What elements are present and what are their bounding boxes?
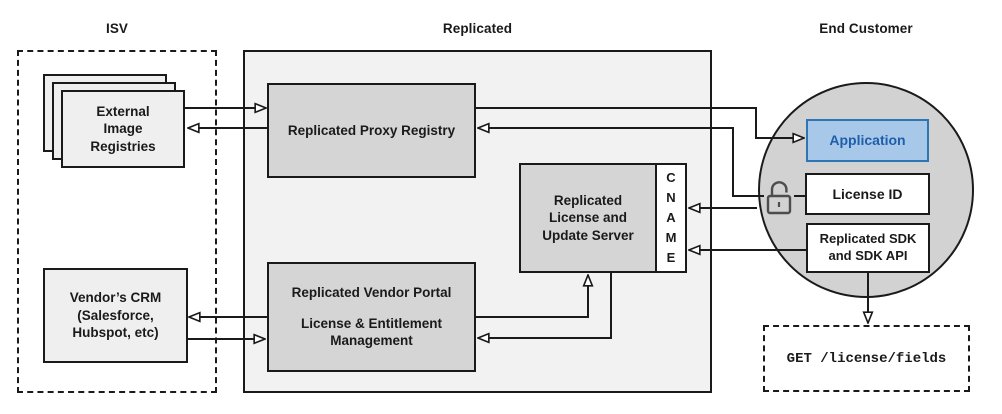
replicated-sdk-node: Replicated SDK and SDK API — [806, 223, 930, 273]
external-image-registries-node: External Image Registries — [61, 90, 185, 168]
replicated-section-title: Replicated — [442, 21, 513, 36]
license-update-server-node: Replicated License and Update Server — [519, 163, 657, 273]
license-id-label: License ID — [832, 185, 903, 202]
connector-proxy-to-application — [476, 107, 804, 138]
get-license-fields-box: GET /license/fields — [763, 325, 970, 392]
connector-server-to-portal — [478, 273, 612, 338]
api-request-text: GET /license/fields — [786, 350, 947, 367]
vendor-crm-label: Vendor’s CRM (Salesforce, Hubspot, etc) — [69, 290, 162, 341]
connector-portal-to-server — [476, 275, 588, 318]
external-image-registries-label: External Image Registries — [90, 103, 156, 154]
cname-node: CNAME — [655, 163, 687, 273]
vendor-crm-node: Vendor’s CRM (Salesforce, Hubspot, etc) — [43, 268, 188, 363]
vendor-portal-subtitle: License & Entitlement Management — [300, 315, 443, 349]
application-label: Application — [829, 132, 906, 149]
proxy-registry-node: Replicated Proxy Registry — [267, 83, 476, 178]
application-node: Application — [806, 119, 929, 162]
end-customer-section-title: End Customer — [819, 21, 913, 36]
unlock-icon — [766, 181, 792, 215]
cname-label: CNAME — [665, 169, 677, 266]
replicated-sdk-label: Replicated SDK and SDK API — [819, 231, 917, 263]
connector-license-to-proxy — [478, 128, 757, 197]
license-id-node: License ID — [805, 173, 930, 215]
isv-section-title: ISV — [105, 21, 129, 36]
license-update-server-label: Replicated License and Update Server — [542, 192, 634, 243]
vendor-portal-node: Replicated Vendor Portal License & Entit… — [267, 262, 476, 372]
proxy-registry-label: Replicated Proxy Registry — [287, 122, 456, 138]
vendor-portal-title: Replicated Vendor Portal — [291, 285, 452, 301]
unlock-icon-shackle — [770, 181, 788, 196]
